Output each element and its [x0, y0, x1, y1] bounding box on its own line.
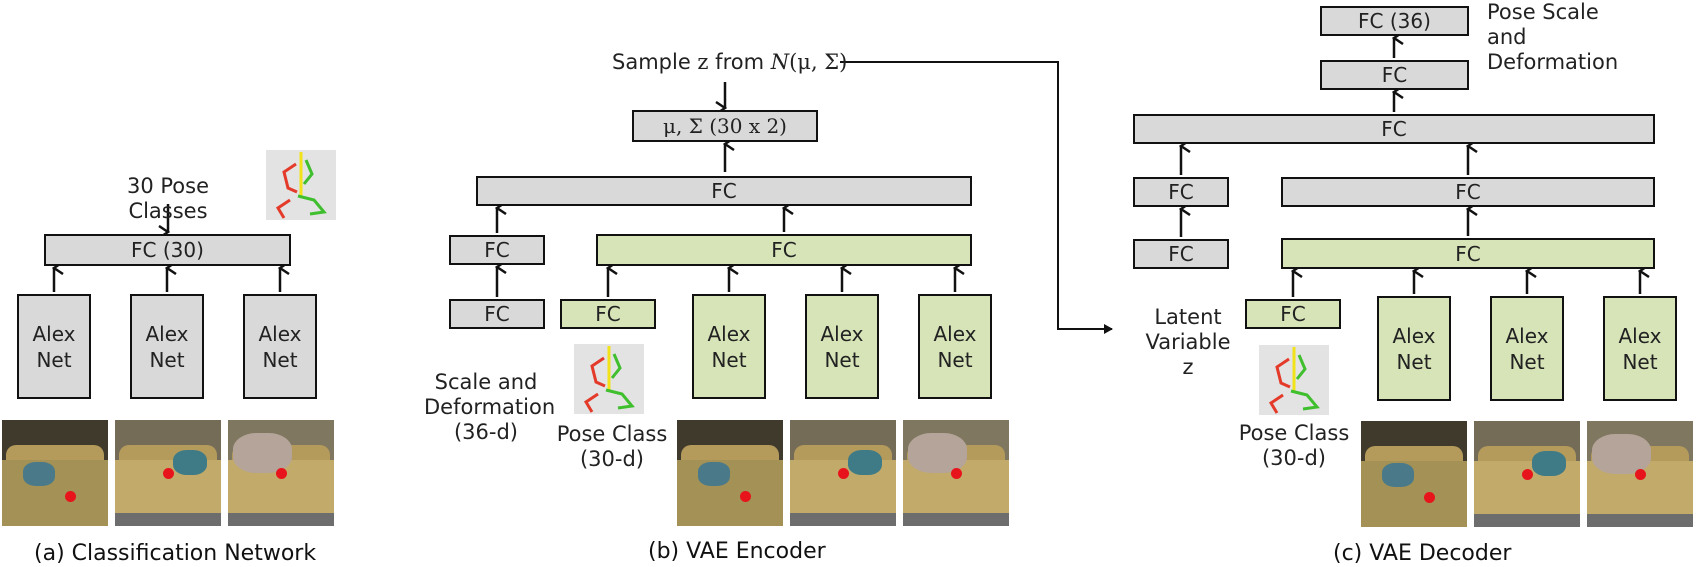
encoder-crop-3	[903, 420, 1009, 526]
encoder-caption: (b) VAE Encoder	[648, 539, 826, 564]
decoder-crop-1	[1361, 421, 1467, 527]
encoder-fc-left-lower: FC	[449, 299, 545, 329]
encoder-fc-green-small: FC	[560, 299, 656, 329]
pose-skeleton-icon	[1259, 345, 1329, 415]
classification-crop-3	[228, 420, 334, 526]
decoder-crop-2	[1474, 421, 1580, 527]
decoder-alexnet-1: Alex Net	[1377, 296, 1451, 401]
decoder-fc-above-top: FC	[1320, 60, 1469, 90]
decoder-alexnet-3: Alex Net	[1603, 296, 1677, 401]
decoder-pose-class-label: Pose Class (30-d)	[1238, 421, 1350, 470]
encoder-mu-sigma-box: μ, Σ (30 x 2)	[632, 110, 818, 142]
decoder-caption: (c) VAE Decoder	[1333, 541, 1512, 566]
decoder-latent-label: Latent Variable z	[1145, 305, 1231, 379]
encoder-fc-green-wide: FC	[596, 234, 972, 266]
encoder-fc-left-upper: FC	[449, 235, 545, 265]
classification-alexnet-1: Alex Net	[17, 294, 91, 399]
decoder-fc-top: FC	[1133, 114, 1655, 144]
encoder-pose-class-label: Pose Class (30-d)	[556, 422, 668, 471]
classification-alexnet-3: Alex Net	[243, 294, 317, 399]
encoder-sample-label: Sample z from N(μ, Σ)	[612, 50, 848, 74]
decoder-fc-left-upper: FC	[1133, 177, 1229, 207]
decoder-fc36-box: FC (36)	[1320, 6, 1469, 36]
classification-crop-1	[2, 420, 108, 526]
decoder-fc-left-lower: FC	[1133, 239, 1229, 269]
pose-skeleton-icon	[574, 344, 644, 414]
classification-crop-2	[115, 420, 221, 526]
classification-caption: (a) Classification Network	[34, 541, 317, 566]
encoder-fc-top: FC	[476, 176, 972, 206]
encoder-alexnet-2: Alex Net	[805, 294, 879, 399]
decoder-crop-3	[1587, 421, 1693, 527]
encoder-crop-2	[790, 420, 896, 526]
decoder-fc-green-wide: FC	[1281, 238, 1655, 269]
encoder-alexnet-1: Alex Net	[692, 294, 766, 399]
decoder-fc-green-small: FC	[1245, 299, 1341, 329]
decoder-alexnet-2: Alex Net	[1490, 296, 1564, 401]
classification-fc-box: FC (30)	[44, 234, 291, 266]
encoder-alexnet-3: Alex Net	[918, 294, 992, 399]
encoder-crop-1	[677, 420, 783, 526]
decoder-output-label: Pose Scale and Deformation	[1487, 0, 1619, 74]
pose-skeleton-icon	[266, 150, 336, 220]
sample-to-latent-connector	[840, 61, 1113, 334]
encoder-scale-label: Scale and Deformation (36-d)	[424, 370, 556, 444]
classification-output-label: 30 Pose Classes	[126, 174, 210, 223]
classification-alexnet-2: Alex Net	[130, 294, 204, 399]
decoder-fc-right-gray: FC	[1281, 177, 1655, 207]
